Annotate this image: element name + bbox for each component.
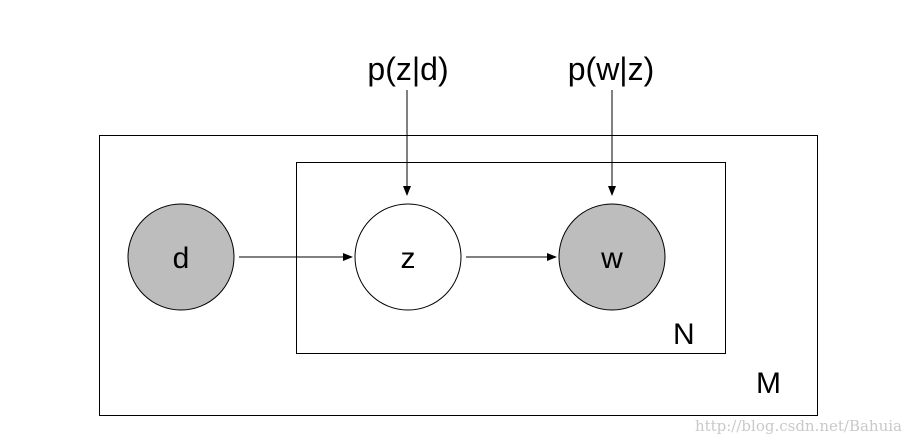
plate-inner-label: N xyxy=(673,318,695,351)
node-z xyxy=(354,203,462,311)
plate-inner xyxy=(296,162,726,354)
param-label-p-z-given-d: p(z|d) xyxy=(367,51,448,87)
watermark-text: http://blog.csdn.net/Bahuia xyxy=(695,417,902,435)
plate-outer-label: M xyxy=(756,367,781,400)
node-w xyxy=(558,203,666,311)
param-label-p-w-given-z: p(w|z) xyxy=(568,51,655,87)
node-d-label: d xyxy=(173,242,190,275)
plate-outer xyxy=(99,135,818,416)
node-z-label: z xyxy=(401,242,416,275)
node-d xyxy=(127,203,235,311)
node-w-label: w xyxy=(600,242,623,275)
